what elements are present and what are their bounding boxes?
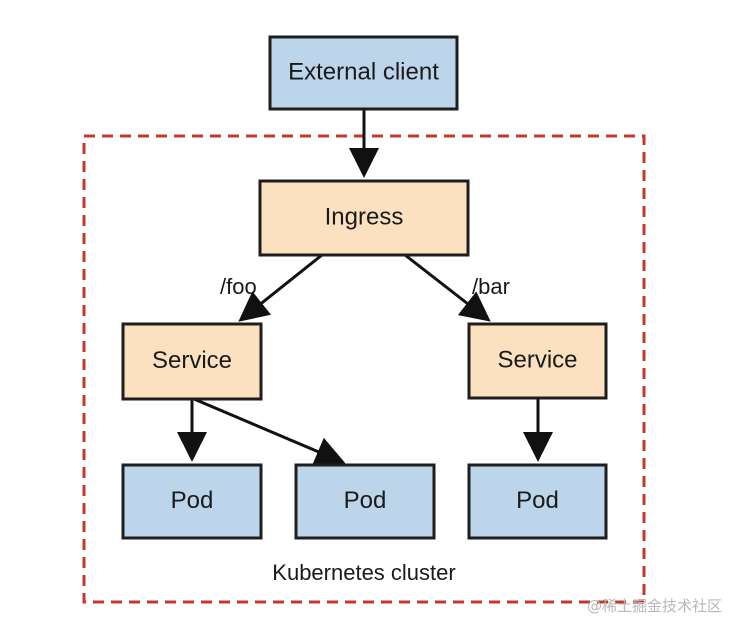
edge-ingress-to-service-right bbox=[404, 253, 491, 322]
service-right-node: Service bbox=[467, 322, 608, 400]
pod-3-label: Pod bbox=[516, 487, 559, 514]
ingress-label: Ingress bbox=[325, 203, 404, 230]
ingress-node: Ingress bbox=[258, 179, 470, 257]
edge-label-bar: /bar bbox=[472, 274, 510, 299]
edges bbox=[177, 109, 553, 466]
watermark-text: @稀土掘金技术社区 bbox=[586, 597, 722, 615]
external-client-label: External client bbox=[288, 58, 439, 85]
service-right-label: Service bbox=[497, 346, 577, 373]
service-left-label: Service bbox=[152, 347, 232, 374]
pod-2-node: Pod bbox=[294, 463, 436, 540]
pod-2-label: Pod bbox=[344, 487, 387, 514]
edge-ingress-to-service-left bbox=[238, 253, 323, 322]
service-left-node: Service bbox=[121, 322, 263, 401]
external-client-node: External client bbox=[268, 35, 459, 111]
edge-label-foo: /foo bbox=[220, 274, 257, 299]
pod-3-node: Pod bbox=[467, 463, 608, 540]
edge-service-left-to-pod-2 bbox=[193, 397, 346, 466]
pod-1-label: Pod bbox=[171, 487, 214, 514]
cluster-label: Kubernetes cluster bbox=[272, 560, 455, 585]
pod-1-node: Pod bbox=[121, 463, 263, 540]
